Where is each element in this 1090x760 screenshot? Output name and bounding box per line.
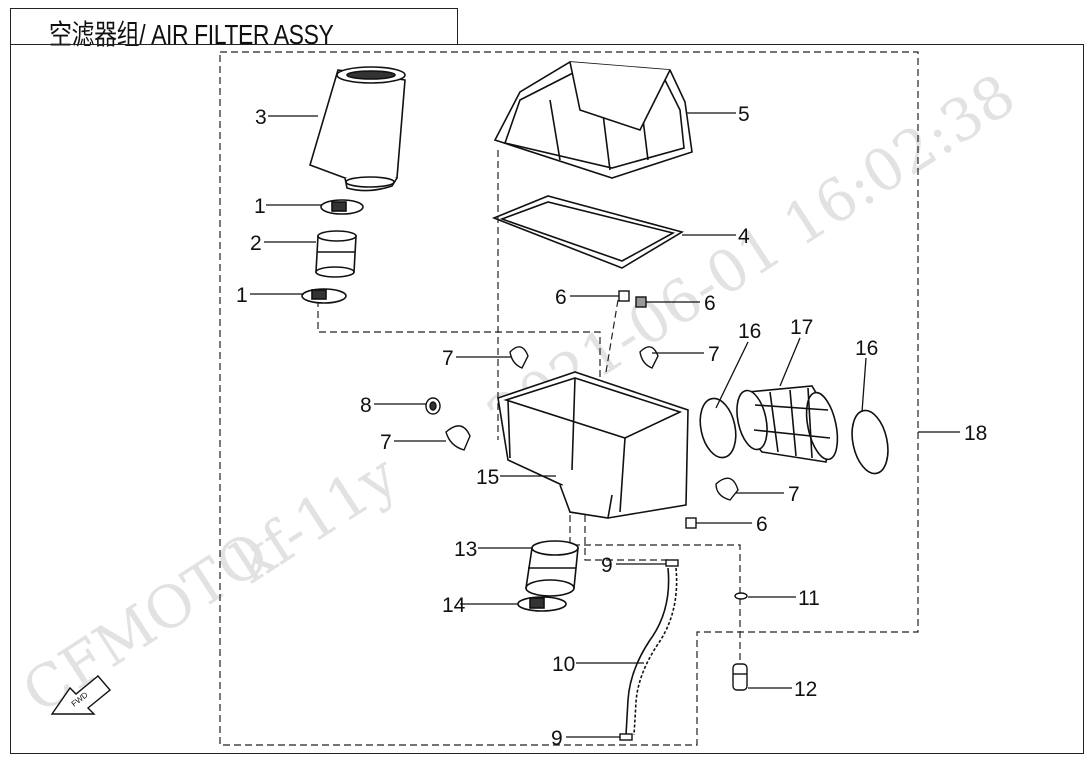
part-intake-clamp-left bbox=[699, 397, 737, 459]
callout-8: 8 bbox=[360, 394, 372, 417]
callout-12: 12 bbox=[794, 678, 817, 701]
forward-arrow-icon: FWD bbox=[50, 675, 111, 715]
callout-labels: 3 1 2 1 5 4 6 6 7 7 16 17 16 8 7 18 15 7… bbox=[236, 103, 987, 750]
assembly-boundaries bbox=[219, 51, 919, 746]
part-drain-plug bbox=[732, 663, 748, 691]
part-intake-clamp-right bbox=[851, 409, 889, 475]
callout-7-middle-left: 7 bbox=[380, 431, 392, 454]
part-grommet bbox=[425, 397, 441, 415]
callout-7-upper-left: 7 bbox=[442, 347, 454, 370]
part-hose-clips bbox=[619, 559, 679, 741]
callout-15: 15 bbox=[476, 466, 499, 489]
filter-link-line bbox=[317, 300, 601, 420]
drain-link-line bbox=[569, 515, 741, 670]
part-clamp-lower bbox=[301, 288, 347, 304]
hose-link-line bbox=[584, 515, 672, 561]
part-outlet-boot bbox=[525, 540, 579, 597]
callout-9-upper: 9 bbox=[601, 554, 613, 577]
diagram-frame bbox=[10, 44, 1084, 754]
part-connector bbox=[315, 230, 357, 278]
callout-18: 18 bbox=[964, 422, 987, 445]
callout-10: 10 bbox=[552, 653, 575, 676]
callout-9-lower: 9 bbox=[551, 727, 563, 750]
part-intake-duct bbox=[736, 385, 839, 463]
part-drain-hose bbox=[625, 567, 678, 736]
part-clips bbox=[445, 346, 739, 501]
callout-7-lower-right: 7 bbox=[788, 483, 800, 506]
callout-16-right: 16 bbox=[855, 337, 878, 360]
callout-1-lower: 1 bbox=[236, 284, 248, 307]
callout-16-left: 16 bbox=[738, 320, 761, 343]
clip-link-line bbox=[605, 299, 619, 373]
callout-17: 17 bbox=[790, 316, 813, 339]
part-gasket bbox=[491, 195, 685, 269]
callout-2: 2 bbox=[250, 232, 262, 255]
callout-6-lower: 6 bbox=[756, 513, 768, 536]
assembly-18-boundary bbox=[219, 51, 919, 746]
callout-6-upper-left: 6 bbox=[555, 286, 567, 309]
part-air-box-cover bbox=[493, 61, 693, 179]
part-air-box-body bbox=[497, 371, 689, 519]
leader-lines bbox=[250, 112, 960, 738]
callout-3: 3 bbox=[255, 106, 267, 129]
callout-14: 14 bbox=[442, 594, 466, 617]
callout-5: 5 bbox=[738, 103, 750, 126]
callout-1-upper: 1 bbox=[254, 195, 266, 218]
part-clamp-upper bbox=[320, 199, 364, 215]
part-small-clamp bbox=[734, 592, 748, 600]
callout-11: 11 bbox=[798, 587, 820, 610]
callout-6-upper-right: 6 bbox=[704, 292, 716, 315]
part-filter-element bbox=[309, 66, 406, 192]
part-outlet-clamp bbox=[517, 596, 567, 612]
watermark-code: kf-11y bbox=[221, 441, 410, 597]
callout-7-upper-right: 7 bbox=[708, 343, 720, 366]
callout-13: 13 bbox=[454, 538, 477, 561]
callout-4: 4 bbox=[738, 225, 750, 248]
